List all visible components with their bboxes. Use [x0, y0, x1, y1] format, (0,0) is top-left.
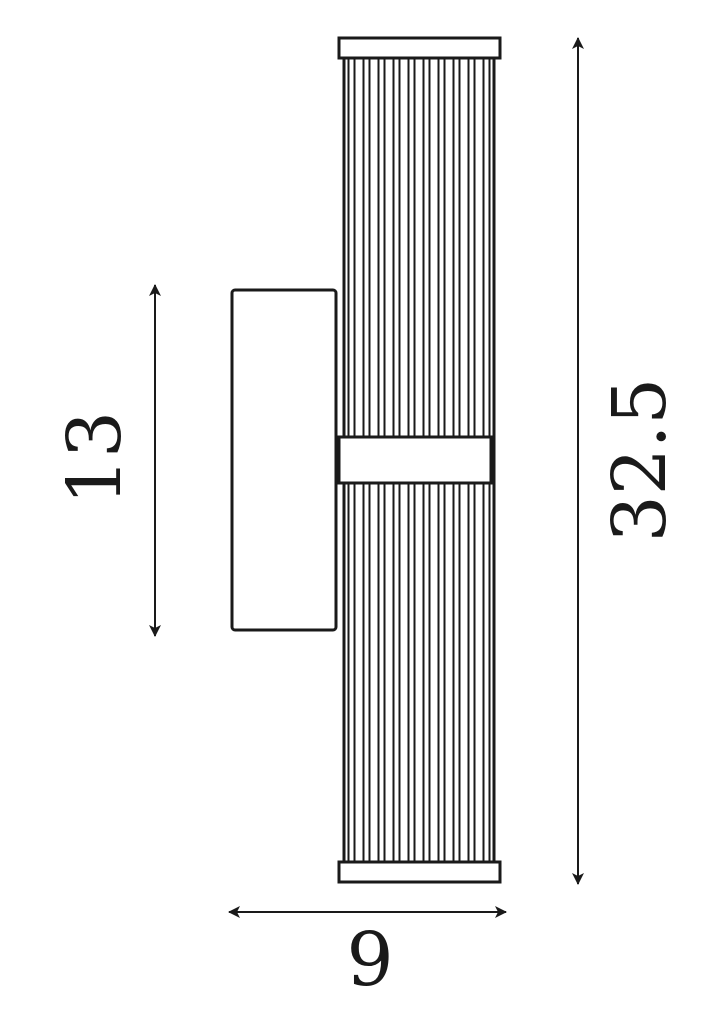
backplate-dimension-label: 13: [52, 411, 138, 505]
height-dimension-label: 32.5: [597, 378, 683, 543]
depth-dimension-label: 9: [346, 917, 393, 1003]
wall-backplate: [230, 288, 338, 632]
bottom-cap: [337, 860, 502, 884]
middle-collar: [337, 435, 493, 485]
top-cap: [337, 36, 502, 60]
